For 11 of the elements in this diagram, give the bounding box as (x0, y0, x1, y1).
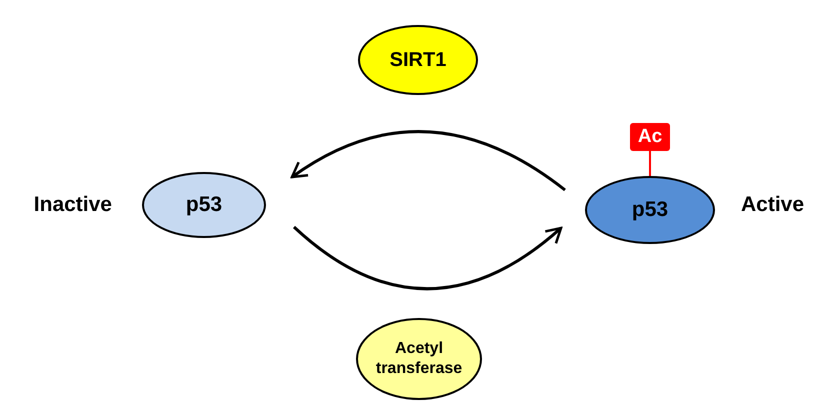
state-label: Active (741, 193, 806, 217)
node-label: Acetyl transferase (374, 339, 464, 379)
curved-arrow (293, 226, 562, 290)
acetyl-tag (630, 123, 670, 151)
node-label: Ac (636, 125, 664, 149)
node-label: SIRT1 (388, 48, 448, 72)
node-label: p53 (184, 192, 224, 218)
curved-arrow (290, 130, 566, 192)
node-label: p53 (630, 196, 670, 223)
connector-line (649, 151, 651, 176)
state-label: Inactive (32, 193, 112, 217)
